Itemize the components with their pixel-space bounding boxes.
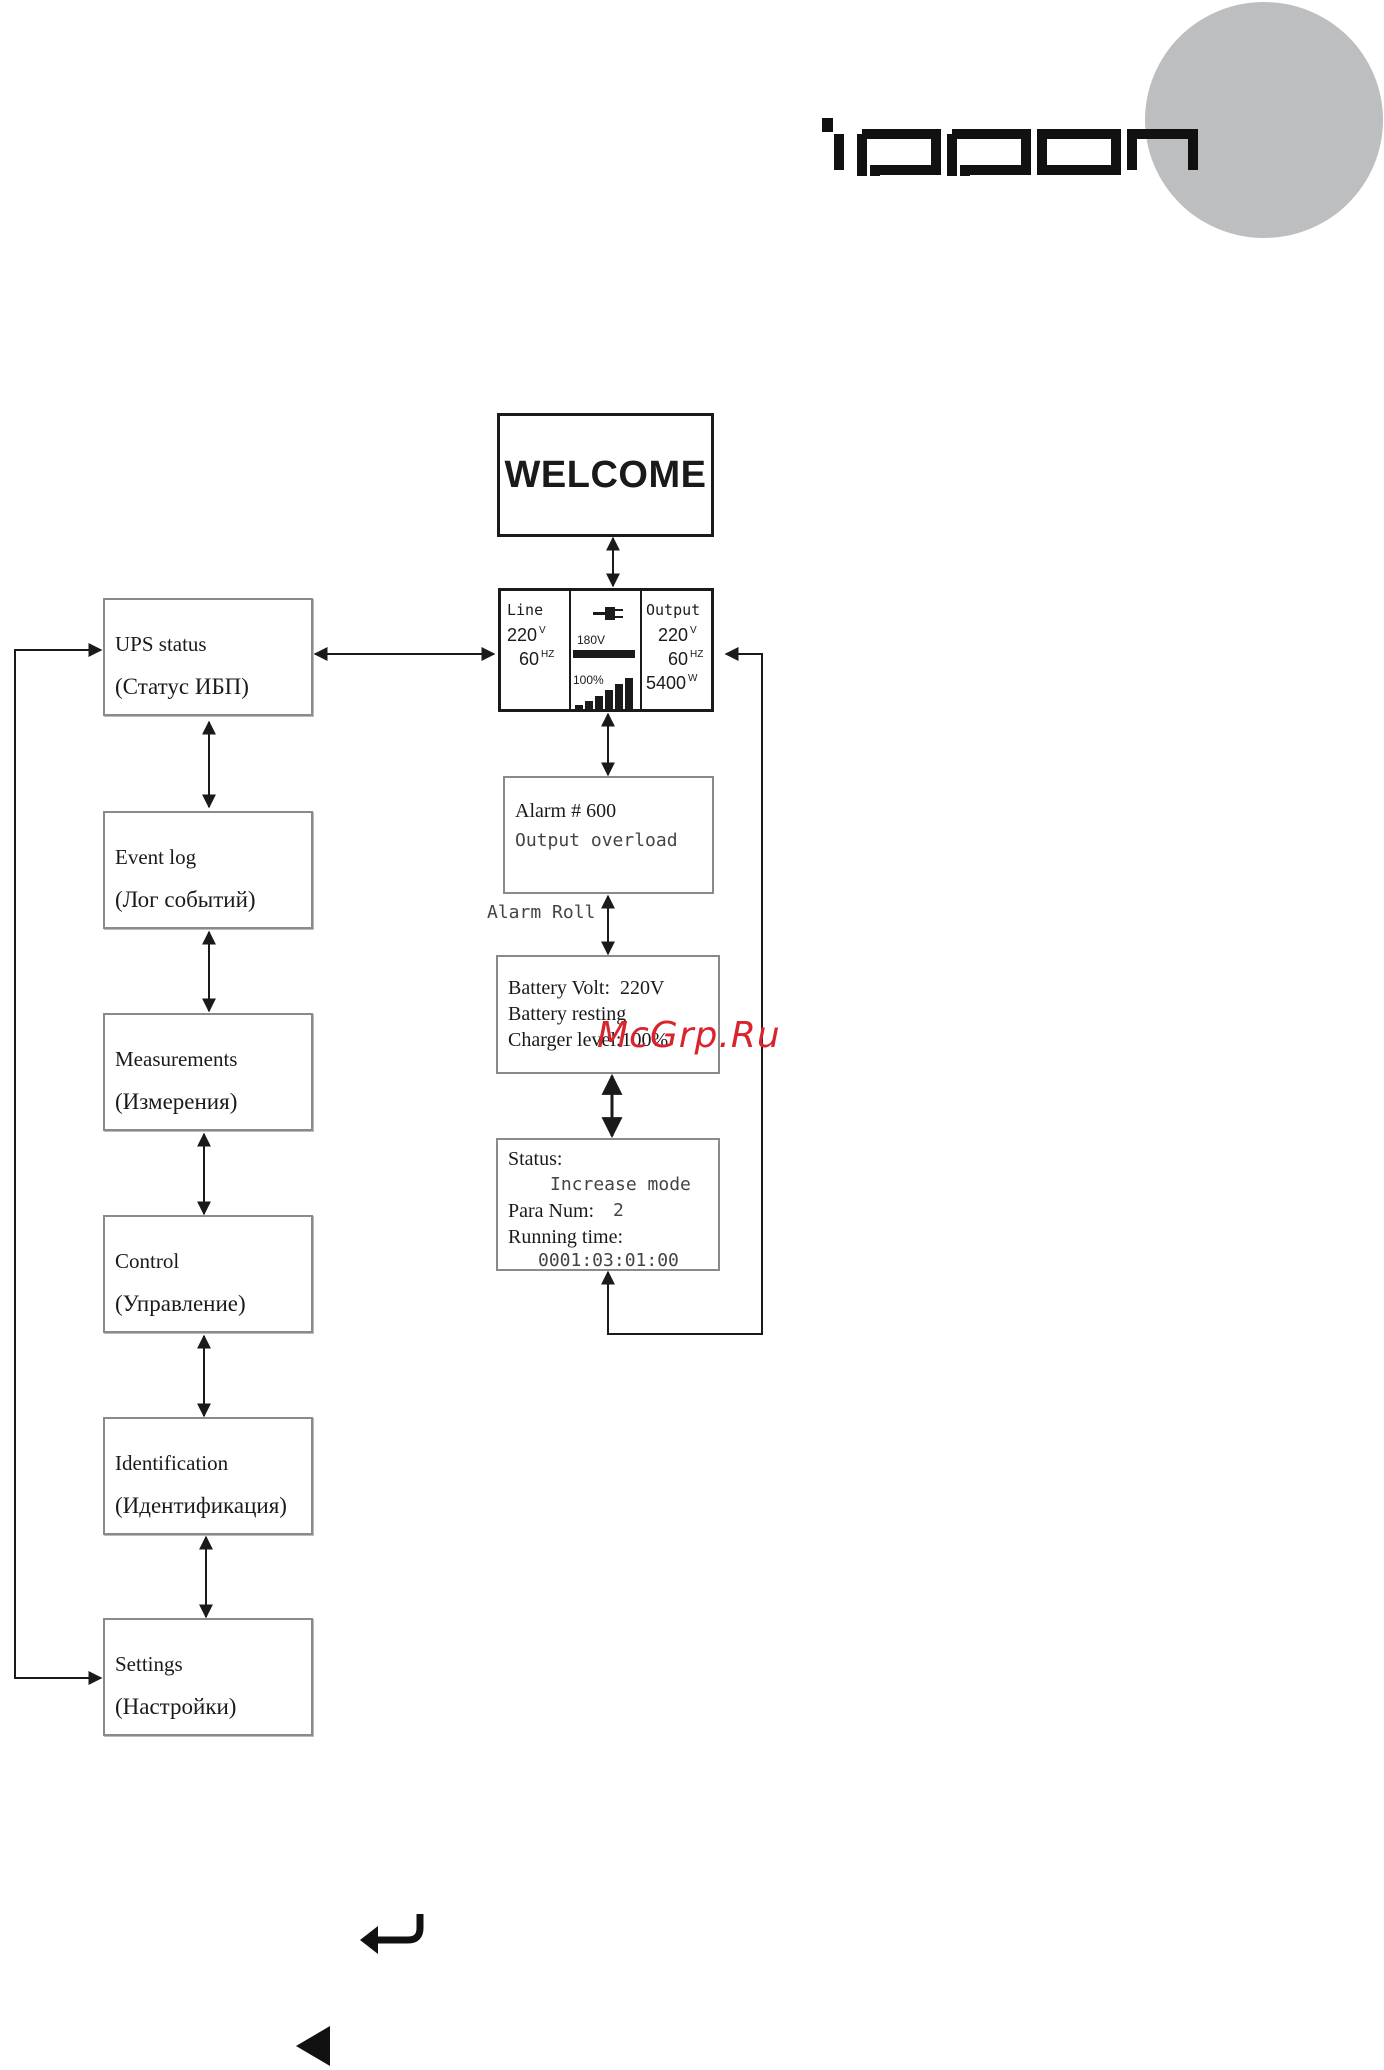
menu-identification[interactable]: Identification (Идентификация) (103, 1417, 313, 1535)
left-triangle-icon (296, 2026, 330, 2066)
battery-level-bars (575, 678, 633, 709)
alarm-title: Alarm # 600 (515, 800, 617, 822)
menu-item-ru: (Статус ИБП) (115, 674, 249, 699)
para-num-label: Para Num: (508, 1200, 595, 1222)
plug-icon (593, 607, 623, 620)
menu-item-ru: (Измерения) (115, 1089, 238, 1114)
menu-item-en: Settings (115, 1652, 183, 1676)
lcd-line-label: Line (507, 601, 544, 619)
charger-level-line: Charger level:100% (508, 1029, 669, 1051)
enter-return-icon (360, 1914, 424, 1954)
menu-measurements[interactable]: Measurements (Измерения) (103, 1013, 313, 1131)
lcd-divider (640, 591, 642, 709)
watermark: McGrp.Ru (597, 1015, 781, 1056)
battery-screen: Battery Volt: 220V Battery resting Charg… (496, 955, 720, 1074)
lcd-battery-percent: 100% (573, 673, 604, 687)
welcome-screen: WELCOME (497, 413, 714, 537)
lcd-output-label: Output (646, 601, 701, 619)
alarm-screen: Alarm # 600 Output overload (503, 776, 714, 894)
alarm-message: Output overload (515, 830, 678, 851)
status-mode: Increase mode (550, 1174, 691, 1195)
menu-item-en: Control (115, 1249, 180, 1273)
menu-item-ru: (Управление) (115, 1291, 246, 1316)
menu-ups-status[interactable]: UPS status (Статус ИБП) (103, 598, 313, 716)
menu-item-en: UPS status (115, 632, 207, 656)
menu-item-ru: (Лог событий) (115, 887, 256, 912)
battery-volt-line: Battery Volt: 220V (508, 977, 665, 999)
running-time-label: Running time: (508, 1226, 623, 1248)
menu-item-en: Measurements (115, 1047, 238, 1071)
status-label: Status: (508, 1148, 563, 1170)
running-time-value: 0001:03:01:00 (538, 1250, 679, 1271)
para-num-value: 2 (613, 1200, 624, 1221)
lcd-divider (569, 591, 571, 709)
menu-item-en: Identification (115, 1451, 229, 1475)
battery-resting-line: Battery resting (508, 1003, 627, 1025)
lcd-bypass-voltage: 180V (577, 633, 606, 647)
menu-item-ru: (Настройки) (115, 1694, 237, 1719)
menu-settings[interactable]: Settings (Настройки) (103, 1618, 313, 1736)
menu-item-en: Event log (115, 845, 197, 869)
lcd-load-bar (573, 650, 635, 658)
status-screen: Status: Increase mode Para Num: 2 Runnin… (496, 1138, 720, 1271)
menu-item-ru: (Идентификация) (115, 1493, 287, 1518)
menu-control[interactable]: Control (Управление) (103, 1215, 313, 1333)
decorative-circle (1145, 2, 1383, 238)
menu-event-log[interactable]: Event log (Лог событий) (103, 811, 313, 929)
alarm-roll-label: Alarm Roll (487, 902, 596, 923)
welcome-label: WELCOME (504, 453, 707, 496)
ippon-logo (822, 118, 1198, 176)
